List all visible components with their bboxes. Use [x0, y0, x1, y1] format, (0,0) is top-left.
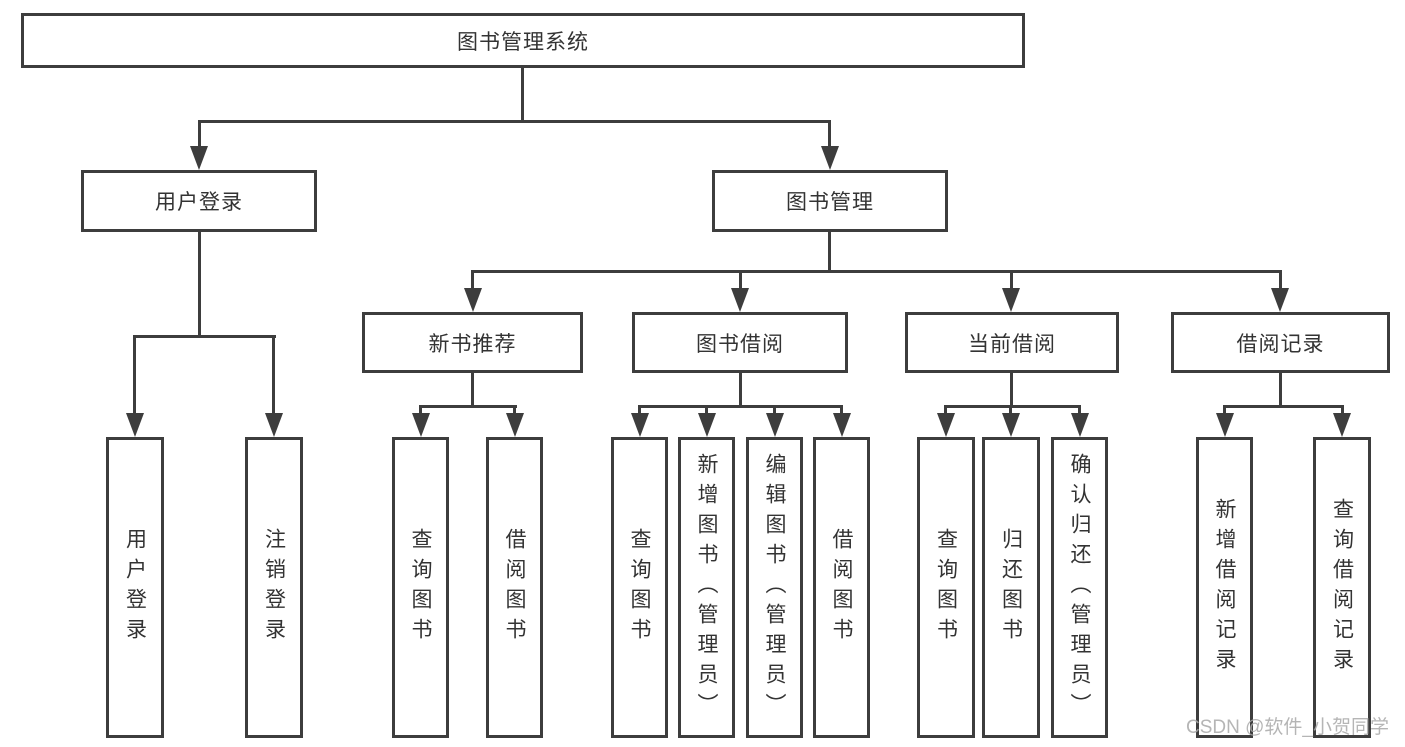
- leaf-user-login: 用户登录: [106, 437, 164, 738]
- leaf-return-books: 归还图书: [982, 437, 1040, 738]
- leaf-label: 借阅图书: [503, 527, 526, 648]
- leaf-confirm-return-admin: 确认归还（管理员）: [1051, 437, 1108, 738]
- csdn-watermark: CSDN @软件_小贺同学: [1186, 717, 1389, 738]
- arrowhead-down-icon: [265, 413, 283, 437]
- leaf-logout: 注销登录: [245, 437, 303, 738]
- arrowhead-down-icon: [698, 413, 716, 437]
- leaf-label: 新增图书（管理员）: [695, 452, 718, 723]
- connector-line: [133, 335, 276, 338]
- node-book-borrowing: 图书借阅: [632, 312, 848, 373]
- connector-line: [1009, 405, 1012, 417]
- arrowhead-down-icon: [1002, 288, 1020, 312]
- connector-line: [840, 405, 843, 417]
- leaf-label: 查询图书: [409, 527, 432, 648]
- leaf-label: 查询图书: [628, 527, 651, 648]
- node-borrowing-records: 借阅记录: [1171, 312, 1390, 373]
- leaf-label: 确认归还（管理员）: [1068, 452, 1091, 723]
- connector-line: [944, 405, 1081, 408]
- leaf-query-books-2: 查询图书: [611, 437, 668, 738]
- connector-line: [1341, 405, 1344, 417]
- connector-line: [1010, 270, 1013, 290]
- node-label: 图书管理: [786, 191, 874, 214]
- node-label: 当前借阅: [968, 332, 1056, 356]
- leaf-label: 注销登录: [262, 527, 286, 648]
- arrowhead-down-icon: [464, 288, 482, 312]
- node-current-borrowing: 当前借阅: [905, 312, 1119, 373]
- leaf-label: 查询图书: [934, 527, 958, 648]
- connector-line: [198, 120, 831, 123]
- connector-line: [272, 335, 275, 415]
- connector-line: [1279, 373, 1282, 405]
- leaf-query-books-1: 查询图书: [392, 437, 449, 738]
- node-book-management-module: 图书管理: [712, 170, 948, 232]
- leaf-label: 借阅图书: [830, 527, 853, 648]
- connector-line: [739, 373, 742, 405]
- connector-line: [1010, 373, 1013, 405]
- arrowhead-down-icon: [821, 146, 839, 170]
- connector-line: [198, 120, 201, 148]
- arrowhead-down-icon: [1071, 413, 1089, 437]
- connector-line: [638, 405, 843, 408]
- arrowhead-down-icon: [1002, 413, 1020, 437]
- leaf-label: 用户登录: [123, 527, 147, 648]
- arrowhead-down-icon: [731, 288, 749, 312]
- connector-line: [638, 405, 641, 417]
- leaf-label: 编辑图书（管理员）: [763, 452, 786, 723]
- connector-line: [739, 270, 742, 290]
- connector-line: [828, 230, 831, 270]
- leaf-label: 归还图书: [999, 527, 1023, 648]
- arrowhead-down-icon: [1333, 413, 1351, 437]
- node-label: 图书管理系统: [457, 30, 589, 54]
- connector-line: [471, 270, 474, 290]
- node-label: 图书借阅: [696, 332, 784, 356]
- connector-line: [705, 405, 708, 417]
- connector-line: [521, 68, 524, 120]
- arrowhead-down-icon: [833, 413, 851, 437]
- arrowhead-down-icon: [190, 146, 208, 170]
- leaf-label: 新增借阅记录: [1213, 497, 1236, 678]
- leaf-add-borrow-record: 新增借阅记录: [1196, 437, 1253, 738]
- arrowhead-down-icon: [412, 413, 430, 437]
- connector-line: [1223, 405, 1226, 417]
- connector-line: [471, 373, 474, 405]
- arrowhead-down-icon: [766, 413, 784, 437]
- node-label: 用户登录: [155, 191, 243, 214]
- connector-line: [198, 230, 201, 335]
- connector-line: [513, 405, 516, 417]
- connector-line: [944, 405, 947, 417]
- node-new-book-recommendation: 新书推荐: [362, 312, 583, 373]
- leaf-query-books-3: 查询图书: [917, 437, 975, 738]
- connector-line: [419, 405, 422, 417]
- connector-line: [773, 405, 776, 417]
- node-user-login-module: 用户登录: [81, 170, 317, 232]
- connector-line: [1279, 270, 1282, 290]
- arrowhead-down-icon: [506, 413, 524, 437]
- arrowhead-down-icon: [631, 413, 649, 437]
- connector-line: [133, 335, 136, 415]
- leaf-borrow-books-2: 借阅图书: [813, 437, 870, 738]
- leaf-query-borrow-record: 查询借阅记录: [1313, 437, 1371, 738]
- arrowhead-down-icon: [937, 413, 955, 437]
- leaf-add-books-admin: 新增图书（管理员）: [678, 437, 735, 738]
- node-label: 新书推荐: [428, 332, 517, 356]
- arrowhead-down-icon: [1216, 413, 1234, 437]
- connector-line: [1078, 405, 1081, 417]
- leaf-borrow-books-1: 借阅图书: [486, 437, 543, 738]
- connector-line: [419, 405, 517, 408]
- connector-line: [1223, 405, 1344, 408]
- connector-line: [828, 120, 831, 148]
- arrowhead-down-icon: [126, 413, 144, 437]
- node-book-management-system: 图书管理系统: [21, 13, 1025, 68]
- leaf-label: 查询借阅记录: [1330, 497, 1354, 678]
- arrowhead-down-icon: [1271, 288, 1289, 312]
- node-label: 借阅记录: [1236, 332, 1325, 356]
- connector-line: [471, 270, 1282, 273]
- leaf-edit-books-admin: 编辑图书（管理员）: [746, 437, 803, 738]
